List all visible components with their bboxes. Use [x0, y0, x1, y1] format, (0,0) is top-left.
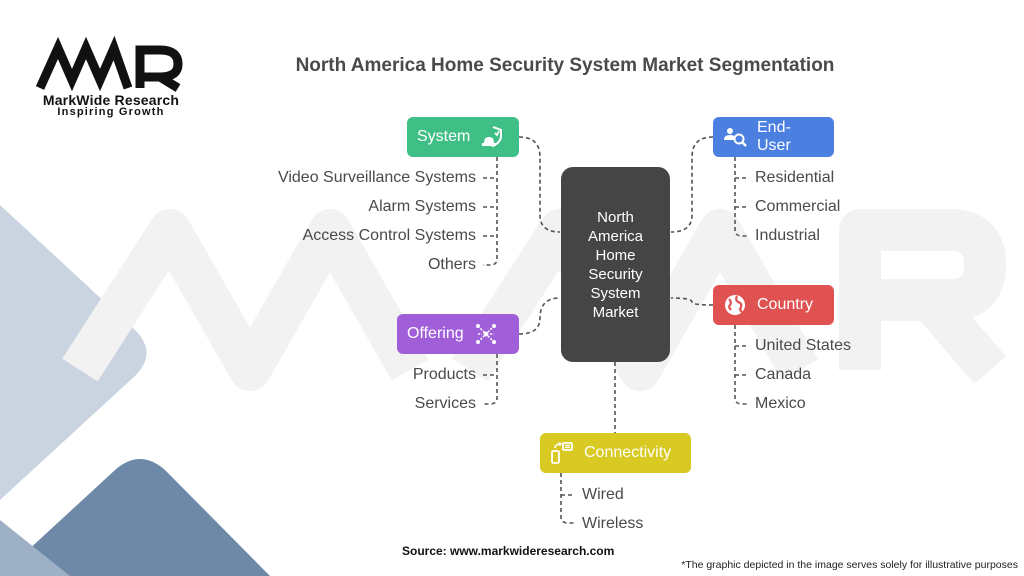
- end-user-item: Industrial: [755, 227, 820, 244]
- source-credit: Source: www.markwideresearch.com: [402, 544, 615, 558]
- category-system-label: System: [417, 128, 471, 145]
- offering-item: Services: [414, 395, 476, 412]
- network-dots-icon: [474, 322, 498, 346]
- category-system: System: [407, 117, 519, 157]
- offering-item: Products: [412, 366, 476, 383]
- connector-lines: [483, 136, 748, 524]
- center-node: North America Home Security System Marke…: [561, 167, 670, 362]
- logo-mark: [35, 35, 183, 92]
- system-item: Access Control Systems: [302, 227, 476, 244]
- end-user-item: Residential: [755, 169, 835, 186]
- system-item: Others: [427, 256, 476, 273]
- category-connectivity-label: Connectivity: [584, 444, 672, 461]
- category-country: Country: [713, 285, 834, 325]
- country-item: Mexico: [755, 395, 806, 412]
- shield-alarm-icon: [480, 125, 504, 149]
- bottom-left-shape-light: [0, 520, 70, 576]
- country-item: United States: [755, 337, 852, 354]
- watermark-logo: [62, 209, 1006, 391]
- brand-tagline: Inspiring Growth: [57, 106, 165, 118]
- system-item: Video Surveillance Systems: [277, 169, 476, 186]
- globe-icon: [723, 293, 747, 317]
- country-item: Canada: [755, 366, 812, 383]
- system-item: Alarm Systems: [368, 198, 476, 215]
- center-label: North America Home Security System Marke…: [587, 208, 643, 321]
- brand-name: MarkWide Research: [42, 92, 180, 108]
- users-search-icon: [723, 125, 747, 149]
- category-connectivity: Connectivity: [540, 433, 691, 473]
- connectivity-item: Wired: [582, 486, 624, 503]
- category-end-user-label: End-User: [757, 119, 791, 154]
- disclaimer-note: *The graphic depicted in the image serve…: [681, 559, 1018, 571]
- category-offering: Offering: [397, 314, 519, 354]
- category-end-user: End-User: [713, 117, 834, 157]
- bottom-left-shape: [0, 459, 270, 576]
- category-country-label: Country: [757, 296, 814, 313]
- page-title: North America Home Security System Marke…: [295, 55, 835, 76]
- connectivity-item: Wireless: [582, 515, 644, 532]
- end-user-item: Commercial: [755, 198, 841, 215]
- devices-connect-icon: [550, 441, 574, 465]
- category-offering-label: Offering: [407, 325, 464, 342]
